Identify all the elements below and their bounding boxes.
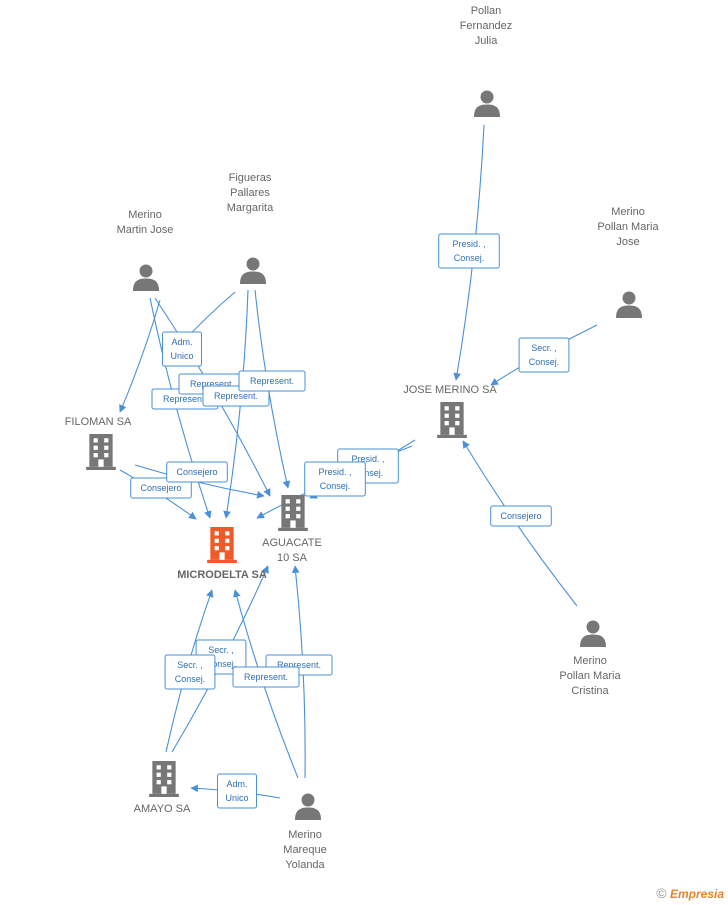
node-label: Pollan xyxy=(471,5,502,17)
node-label: Pollan Maria xyxy=(559,670,621,682)
node-label: Merino xyxy=(573,655,607,667)
edge-label-text: Represent. xyxy=(277,660,321,670)
edge-merino_martin-to-filoman xyxy=(119,299,161,413)
edge-label-pollan_fernandez-to-jose_merino[interactable]: Presid. , Consej. xyxy=(438,233,500,269)
edge-label-text: Consej. xyxy=(529,357,560,367)
edge-label-text: Presid. , xyxy=(351,454,384,464)
node-label: Merino xyxy=(288,829,322,841)
node-label: Yolanda xyxy=(285,859,325,871)
edge-label-text: Secr. , xyxy=(177,660,203,670)
person-icon[interactable] xyxy=(580,620,606,648)
edge-label-text: Secr. , xyxy=(208,645,234,655)
building-icon[interactable] xyxy=(207,527,237,563)
node-label: Margarita xyxy=(227,202,274,214)
building-icon[interactable] xyxy=(149,761,179,797)
node-label: Pollan Maria xyxy=(597,221,659,233)
edge-label-merino_pollan_cristina-to-jose_merino[interactable]: Consejero xyxy=(490,505,552,527)
node-label: Pallares xyxy=(230,187,270,199)
node-microdelta[interactable]: MICRODELTA SA xyxy=(177,527,267,581)
edge-label-text: Represent. xyxy=(244,672,288,682)
edge-label-text: Consejero xyxy=(500,511,541,521)
building-icon[interactable] xyxy=(437,402,467,438)
node-label: AGUACATE xyxy=(262,537,322,549)
node-label: Merino xyxy=(128,209,162,221)
edge-label-text: Unico xyxy=(225,793,248,803)
node-filoman[interactable]: FILOMAN SA xyxy=(65,416,132,470)
node-label: Mareque xyxy=(283,844,326,856)
person-icon[interactable] xyxy=(616,291,642,319)
edge-label-text: Consejero xyxy=(140,483,181,493)
node-label: FILOMAN SA xyxy=(65,416,132,428)
node-label: Merino xyxy=(611,206,645,218)
edge-label-merino_mareque-to-amayo[interactable]: Adm. Unico xyxy=(217,773,257,809)
edge-label-text: Consej. xyxy=(454,253,485,263)
edge-label-text: Consej. xyxy=(353,468,384,478)
node-amayo[interactable]: AMAYO SA xyxy=(134,761,191,815)
edge-label-text: Secr. , xyxy=(531,343,557,353)
empresia-logo: Empresia xyxy=(669,887,724,901)
node-jose_merino[interactable]: JOSE MERINO SA xyxy=(403,384,497,438)
building-icon[interactable] xyxy=(86,434,116,470)
node-label: AMAYO SA xyxy=(134,803,191,815)
edge-label-text: Represent. xyxy=(214,391,258,401)
node-label: MICRODELTA SA xyxy=(177,569,267,581)
edge-label-text: Represent. xyxy=(163,394,207,404)
edge-label-merino_mareque-to-microdelta[interactable]: Represent. xyxy=(232,666,300,688)
edge-label-text: Represent. xyxy=(250,376,294,386)
node-label: JOSE MERINO SA xyxy=(403,384,497,396)
edge-label-filoman-to-microdelta[interactable]: Consejero xyxy=(130,477,192,499)
node-label: Jose xyxy=(616,236,639,248)
empresia-watermark: © Empresia xyxy=(656,885,724,901)
edge-label-figueras-to-aguacate[interactable]: Represent. xyxy=(238,370,306,392)
building-icon[interactable] xyxy=(278,495,308,531)
person-icon[interactable] xyxy=(240,257,266,285)
nodes-layer: MICRODELTA SA AGUACATE 10 SA FILOMAN SA JOSE… xyxy=(65,5,660,871)
edge-label-text: Adm. xyxy=(171,337,192,347)
edge-label-text: Consej. xyxy=(206,659,237,669)
edge-label-text: Consej. xyxy=(175,674,206,684)
edge-label-merino_pollan_jose-to-jose_merino[interactable]: Secr. , Consej. xyxy=(518,337,570,373)
edge-label-filoman-to-aguacate[interactable]: Consejero xyxy=(166,461,228,483)
edge-label-text: Unico xyxy=(170,351,193,361)
edge-label-text: Adm. xyxy=(226,779,247,789)
node-label: Martin Jose xyxy=(117,224,174,236)
person-icon[interactable] xyxy=(295,793,321,821)
edge-label-text: Consejero xyxy=(176,467,217,477)
node-label: Fernandez xyxy=(460,20,513,32)
copyright-icon: © xyxy=(656,885,667,901)
person-icon[interactable] xyxy=(133,264,159,292)
person-icon[interactable] xyxy=(474,90,500,118)
node-label: Figueras xyxy=(229,172,272,184)
edge-label-text: Presid. , xyxy=(452,239,485,249)
edge-labels-layer: Adm.UnicoRepresent.Represent.Represent.R… xyxy=(130,233,570,809)
node-label: 10 SA xyxy=(277,552,308,564)
node-label: Cristina xyxy=(571,685,609,697)
edge-label-text: Represent. xyxy=(190,379,234,389)
node-aguacate[interactable]: AGUACATE 10 SA xyxy=(262,495,322,564)
edge-label-text: Consej. xyxy=(320,481,351,491)
node-label: Julia xyxy=(475,35,499,47)
edge-label-amayo-to-microdelta[interactable]: Secr. , Consej. xyxy=(164,654,216,690)
edge-label-jose_merino-to-microdelta[interactable]: Presid. , Consej. xyxy=(304,461,366,497)
edge-label-merino_martin-to-filoman[interactable]: Adm. Unico xyxy=(162,331,202,367)
edge-label-text: Presid. , xyxy=(318,467,351,477)
